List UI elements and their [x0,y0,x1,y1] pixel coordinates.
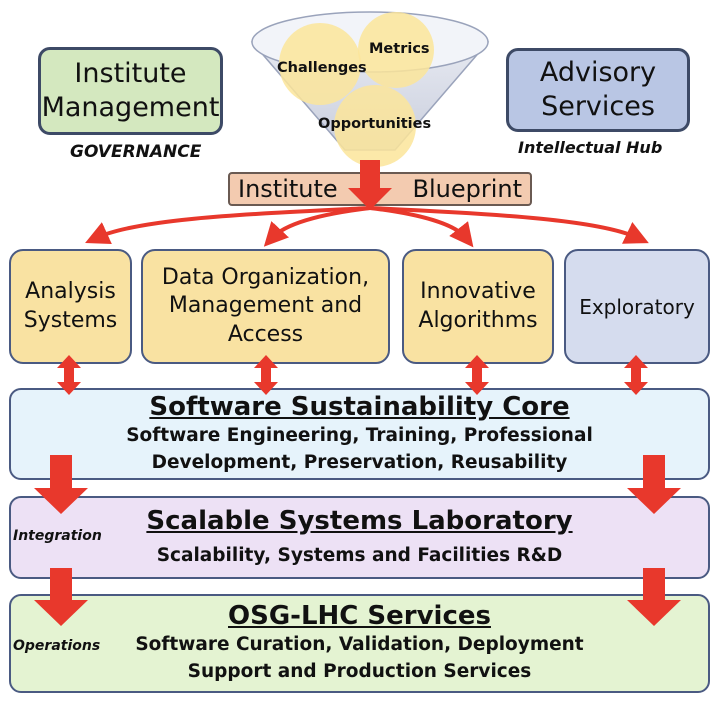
institute-management-label: Institute Management [41,58,220,123]
exploratory-box: Exploratory [564,249,710,364]
double-arrow-innovative [465,355,489,395]
down-arrow-core-lab-left [34,455,88,514]
governance-label: GOVERNANCE [70,142,202,162]
osg-lhc-services-band: OSG-LHC Services Software Curation, Vali… [9,594,710,693]
blueprint-word-institute: Institute [238,175,338,203]
lab-subtitle: Scalability, Systems and Facilities R&D [156,544,563,566]
osg-line-2: Support and Production Services [187,661,532,683]
challenges-label: Challenges [277,60,367,76]
down-arrow-core-lab-right [627,455,681,514]
advisory-services-label: Advisory Services [539,57,657,122]
data-organization-label: Data Organization, Management and Access [161,264,370,347]
down-arrow-lab-osg-left [34,568,88,626]
analysis-systems-label: Analysis Systems [23,278,118,333]
double-arrow-analysis [57,355,81,395]
curve-arrow-exploratory [369,206,649,244]
scalable-systems-laboratory-band: Scalable Systems Laboratory Scalability,… [9,496,710,579]
down-arrow-lab-osg-right [627,568,681,626]
innovative-algorithms-label: Innovative Algorithms [418,278,538,333]
curve-arrow-analysis [85,206,371,244]
data-organization-box: Data Organization, Management and Access [141,249,390,364]
challenges-circle [279,23,361,105]
software-sustainability-core-band: Software Sustainability Core Software En… [9,388,710,480]
opportunities-label: Opportunities [318,116,432,132]
operations-label: Operations [13,638,101,654]
lab-title: Scalable Systems Laboratory [146,505,573,536]
curve-arrow-data [263,206,371,247]
analysis-systems-box: Analysis Systems [9,249,132,364]
core-line-1: Software Engineering, Training, Professi… [126,424,593,446]
osg-line-1: Software Curation, Validation, Deploymen… [135,634,584,656]
institute-management-box: Institute Management [38,47,223,135]
metrics-circle [358,12,434,88]
osg-title: OSG-LHC Services [228,601,491,632]
integration-label: Integration [13,528,102,544]
exploratory-label: Exploratory [579,294,695,319]
intellectual-hub-label: Intellectual Hub [518,138,663,157]
advisory-services-box: Advisory Services [506,48,690,132]
double-arrow-exploratory [624,355,648,395]
double-arrow-data [254,355,278,395]
core-line-2: Development, Preservation, Reusability [151,451,568,473]
core-title: Software Sustainability Core [149,391,570,422]
blueprint-word-blueprint: Blueprint [412,175,523,203]
funnel-down-arrow [348,160,392,210]
opportunities-circle [334,85,416,167]
metrics-label: Metrics [369,41,430,57]
